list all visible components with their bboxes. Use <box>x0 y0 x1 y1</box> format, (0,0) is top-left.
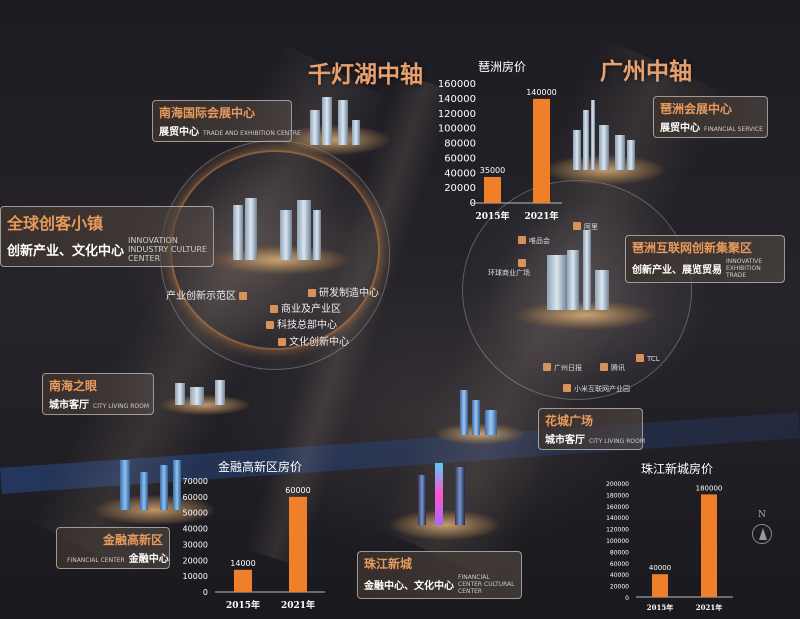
chart-title-zhujiang: 珠江新城房价 <box>641 462 714 476</box>
axis-title-qiandenghu: 千灯湖中轴 <box>308 62 423 88</box>
building-cluster <box>545 100 665 185</box>
data-label: 140000 <box>526 88 557 97</box>
building-icon <box>636 354 644 362</box>
tag-guangzhou-daily: 广州日报 <box>543 363 582 373</box>
compass-icon <box>752 524 772 544</box>
y-tick-label: 80000 <box>444 139 476 150</box>
bar <box>484 176 501 203</box>
tag-xiaomi: 小米互联网产业园 <box>563 384 630 394</box>
building-icon <box>563 384 571 392</box>
y-tick-label: 40000 <box>610 572 629 579</box>
bar <box>289 496 307 592</box>
y-tick-label: 120000 <box>438 109 476 120</box>
y-tick-label: 160000 <box>606 504 629 511</box>
building-icon <box>573 222 581 230</box>
y-tick-label: 60000 <box>444 153 476 164</box>
y-tick-label: 50000 <box>183 509 208 518</box>
data-label: 60000 <box>285 486 310 495</box>
y-tick-label: 180000 <box>606 492 629 499</box>
tag-tech-hq: 科技总部中心 <box>266 316 337 331</box>
building-icon <box>600 363 608 371</box>
building-cluster <box>95 455 215 525</box>
bar <box>652 574 668 597</box>
y-tick-label: 30000 <box>183 540 208 549</box>
building-icon <box>308 289 316 297</box>
building-cluster <box>160 370 250 415</box>
y-tick-label: 20000 <box>183 556 208 565</box>
data-label: 40000 <box>649 564 671 572</box>
y-tick-label: 140000 <box>438 94 476 105</box>
building-icon <box>278 338 286 346</box>
bar <box>701 494 717 597</box>
building-icon <box>266 321 274 329</box>
chart-title-finance: 金融高新区房价 <box>218 460 303 474</box>
x-tick-label: 2015年 <box>475 210 509 222</box>
y-tick-label: 100000 <box>438 124 476 135</box>
building-icon <box>518 259 526 267</box>
tag-tcl: TCL <box>636 354 660 363</box>
y-tick-label: 0 <box>203 588 208 597</box>
tag-industry-demo: 产业创新示范区 <box>166 287 250 302</box>
y-tick-label: 120000 <box>606 527 629 534</box>
y-tick-label: 80000 <box>610 549 629 556</box>
x-tick-label: 2021年 <box>524 210 558 222</box>
y-tick-label: 0 <box>625 595 629 602</box>
data-label: 35000 <box>480 166 505 175</box>
building-cluster <box>515 230 655 330</box>
building-icon <box>518 236 526 244</box>
bar <box>533 98 550 203</box>
y-tick-label: 20000 <box>610 584 629 591</box>
building-icon <box>543 363 551 371</box>
tag-culture: 文化创新中心 <box>278 333 349 348</box>
y-tick-label: 70000 <box>183 477 208 486</box>
building-cluster <box>280 90 390 155</box>
y-tick-label: 140000 <box>606 515 629 522</box>
building-cluster <box>435 385 525 445</box>
building-cluster <box>390 460 500 540</box>
tag-commerce: 商业及产业区 <box>270 300 341 315</box>
data-label: 180000 <box>696 484 723 492</box>
x-tick-label: 2021年 <box>281 599 315 611</box>
tag-vipshop: 唯品会 <box>518 236 550 246</box>
x-tick-label: 2015年 <box>226 599 260 611</box>
axis-title-guangzhou: 广州中轴 <box>600 59 692 85</box>
tag-alibaba: 阿里 <box>573 222 598 232</box>
building-icon <box>239 292 248 300</box>
building-icon <box>270 305 278 313</box>
tag-global-plaza: 环球商业广场 <box>488 259 530 278</box>
chart-title-pazhou: 琶洲房价 <box>478 60 527 74</box>
compass-label: N <box>758 510 766 520</box>
building-cluster <box>210 190 350 275</box>
y-tick-label: 60000 <box>610 561 629 568</box>
bar <box>234 569 252 592</box>
y-tick-label: 200000 <box>606 481 629 488</box>
y-tick-label: 60000 <box>183 493 208 502</box>
y-tick-label: 40000 <box>183 525 208 534</box>
y-tick-label: 10000 <box>183 572 208 581</box>
x-tick-label: 2015年 <box>647 603 673 612</box>
tag-rd-center: 研发制造中心 <box>308 284 379 299</box>
y-tick-label: 160000 <box>438 79 476 90</box>
y-tick-label: 40000 <box>444 168 476 179</box>
y-tick-label: 100000 <box>606 538 629 545</box>
data-label: 14000 <box>230 559 255 568</box>
tag-tencent: 腾讯 <box>600 363 625 373</box>
x-tick-label: 2021年 <box>696 603 722 612</box>
y-tick-label: 20000 <box>444 183 476 194</box>
